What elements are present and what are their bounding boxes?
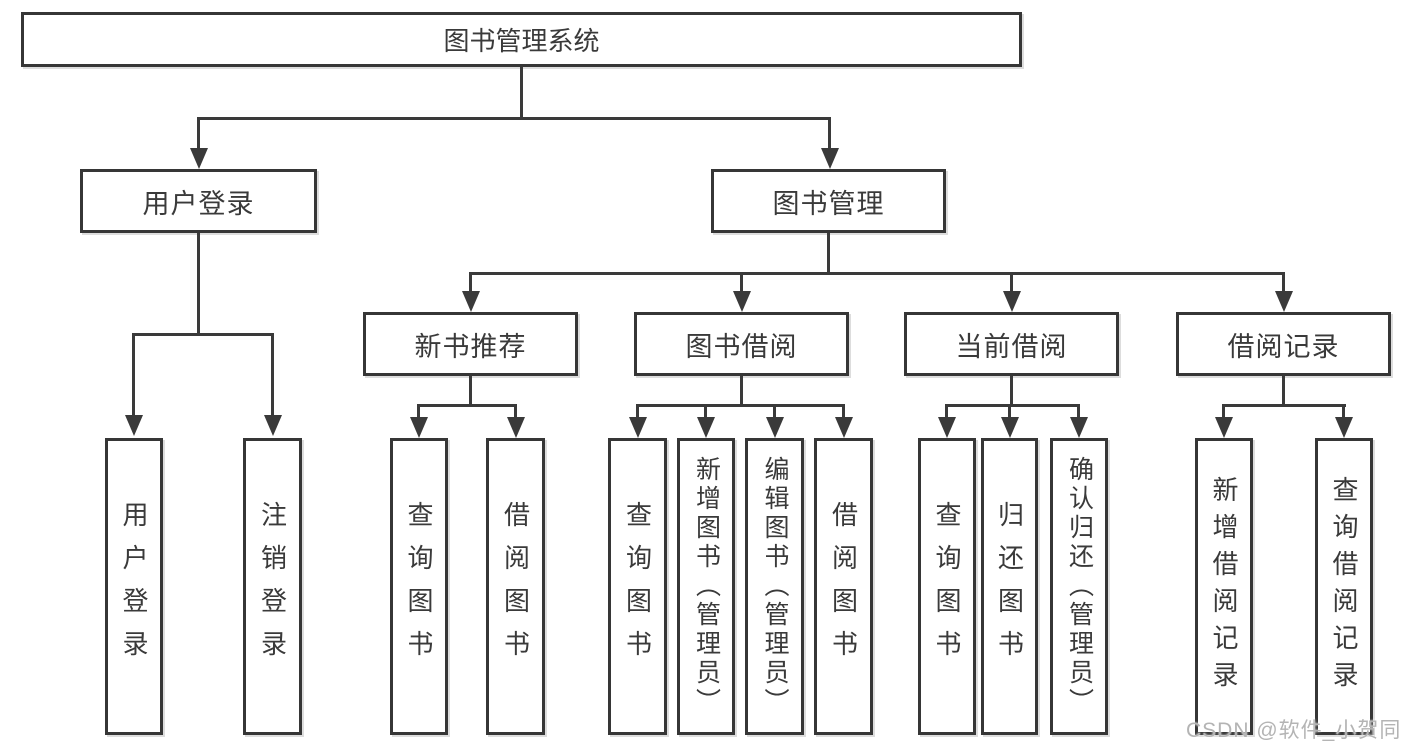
connector-shaft <box>417 404 420 419</box>
connector-userlogin-stem <box>197 233 200 336</box>
connector-shaft <box>636 404 639 419</box>
node-label: 编辑图书（管理员） <box>761 456 789 717</box>
connector-newbook-stem <box>469 376 472 407</box>
arrow-down-icon <box>821 148 839 169</box>
arrow-down-icon <box>733 291 751 312</box>
leaf-newbook-borrow: 借阅图书 <box>486 438 545 735</box>
connector-shaft <box>469 272 472 293</box>
connector-shaft <box>740 272 743 293</box>
connector-root-rail <box>197 117 831 120</box>
node-root-system: 图书管理系统 <box>21 12 1022 67</box>
node-label: 借阅图书 <box>500 500 531 673</box>
leaf-current-confirm-admin: 确认归还（管理员） <box>1050 438 1108 735</box>
connector-shaft <box>1010 272 1013 293</box>
connector-shaft <box>842 404 845 419</box>
node-book-management: 图书管理 <box>711 169 946 233</box>
node-label: 查询图书 <box>932 500 962 673</box>
leaf-records-query: 查询借阅记录 <box>1315 438 1373 735</box>
node-label: 归还图书 <box>994 500 1025 673</box>
connector-root-stem <box>520 67 523 119</box>
node-label: 查询图书 <box>622 500 653 673</box>
connector-bookborrow-stem <box>740 376 743 407</box>
connector-shaft <box>828 117 831 151</box>
node-new-book-recommend: 新书推荐 <box>363 312 578 376</box>
connector-bookmgmt-rail <box>469 272 1285 275</box>
connector-shaft <box>197 117 200 151</box>
arrow-down-icon <box>410 417 428 438</box>
arrow-down-icon <box>766 417 784 438</box>
arrow-down-icon <box>507 417 525 438</box>
node-label: 图书管理系统 <box>443 26 600 56</box>
connector-shaft <box>945 404 948 419</box>
node-label: 图书借阅 <box>685 331 798 362</box>
leaf-borrow-query: 查询图书 <box>608 438 667 735</box>
node-label: 查询图书 <box>404 500 434 673</box>
arrow-down-icon <box>190 148 208 169</box>
connector-currentborrow-stem <box>1010 376 1013 407</box>
node-label: 新增借阅记录 <box>1209 475 1239 698</box>
connector-bookmgmt-stem <box>827 233 830 275</box>
arrow-down-icon <box>835 417 853 438</box>
node-label: 用户登录 <box>119 500 149 673</box>
connector-shaft <box>514 404 517 419</box>
leaf-records-add: 新增借阅记录 <box>1195 438 1253 735</box>
leaf-borrow-edit-admin: 编辑图书（管理员） <box>745 438 804 735</box>
leaf-newbook-query: 查询图书 <box>390 438 448 735</box>
node-label: 查询借阅记录 <box>1329 475 1359 698</box>
connector-shaft <box>773 404 776 419</box>
connector-records-rail <box>1222 404 1346 407</box>
arrow-down-icon <box>697 417 715 438</box>
node-label: 当前借阅 <box>955 331 1068 362</box>
node-user-login: 用户登录 <box>80 169 317 233</box>
connector-shaft <box>704 404 707 419</box>
connector-shaft <box>132 333 135 418</box>
node-label: 借阅记录 <box>1227 331 1340 362</box>
connector-shaft <box>1282 272 1285 293</box>
leaf-logout: 注销登录 <box>243 438 302 735</box>
connector-records-stem <box>1282 376 1285 407</box>
arrow-down-icon <box>125 415 143 436</box>
leaf-current-return: 归还图书 <box>981 438 1038 735</box>
arrow-down-icon <box>462 291 480 312</box>
node-label: 新增图书（管理员） <box>692 456 721 717</box>
csdn-watermark: CSDN @软件_小贺同学 <box>1186 719 1402 742</box>
connector-bookborrow-rail <box>636 404 845 407</box>
arrow-down-icon <box>1001 417 1019 438</box>
node-label: 注销登录 <box>257 500 288 673</box>
node-book-borrow: 图书借阅 <box>634 312 849 376</box>
arrow-down-icon <box>264 415 282 436</box>
arrow-down-icon <box>938 417 956 438</box>
arrow-down-icon <box>1070 417 1088 438</box>
arrow-down-icon <box>1215 417 1233 438</box>
arrow-down-icon <box>1275 291 1293 312</box>
connector-shaft <box>1342 404 1345 419</box>
connector-userlogin-rail <box>132 333 274 336</box>
node-label: 借阅图书 <box>828 500 859 673</box>
connector-shaft <box>1077 404 1080 419</box>
node-label: 确认归还（管理员） <box>1065 456 1094 717</box>
leaf-borrow-borrow: 借阅图书 <box>814 438 873 735</box>
leaf-current-query: 查询图书 <box>918 438 976 735</box>
arrow-down-icon <box>1335 417 1353 438</box>
connector-shaft <box>1008 404 1011 419</box>
leaf-user-login: 用户登录 <box>105 438 163 735</box>
connector-currentborrow-rail <box>945 404 1080 407</box>
connector-shaft <box>1222 404 1225 419</box>
node-label: 图书管理 <box>772 188 885 219</box>
leaf-borrow-add-admin: 新增图书（管理员） <box>677 438 735 735</box>
node-label: 用户登录 <box>142 188 255 219</box>
node-current-borrow: 当前借阅 <box>904 312 1119 376</box>
arrow-down-icon <box>1003 291 1021 312</box>
node-borrow-records: 借阅记录 <box>1176 312 1391 376</box>
arrow-down-icon <box>629 417 647 438</box>
node-label: 新书推荐 <box>414 331 527 362</box>
connector-shaft <box>271 333 274 418</box>
connector-newbook-rail <box>417 404 517 407</box>
